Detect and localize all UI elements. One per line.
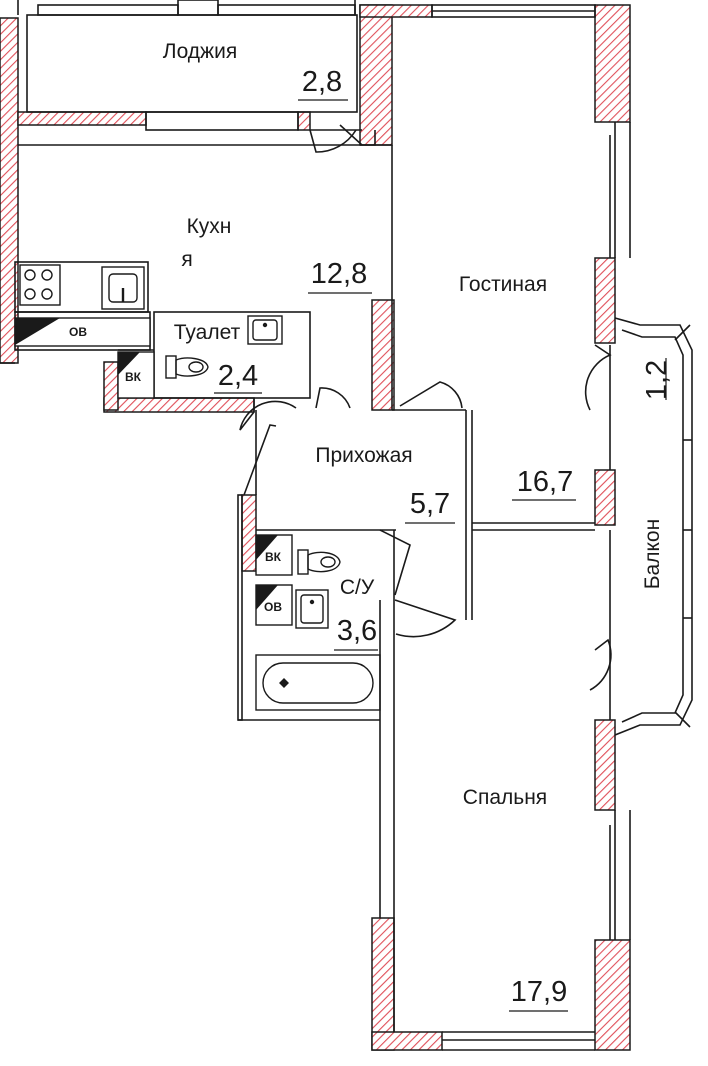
heater-toilet [117, 351, 155, 399]
bathtub-icon [255, 654, 381, 711]
oven-kitchen [14, 317, 151, 347]
room-name-kitchen-line1: Кухн [187, 215, 232, 238]
washbasin-icon [295, 589, 329, 629]
oven-label-kitchen: ОВ [69, 325, 87, 339]
room-name-living: Гостиная [459, 273, 547, 296]
room-area-balcony: 1,2 [641, 360, 673, 400]
room-name-balcony: Балкон [641, 519, 664, 589]
area-underlines [214, 99, 667, 1012]
stove-icon [19, 264, 61, 306]
heater-label-bath: ВК [265, 550, 282, 564]
room-name-kitchen-line2: я [181, 248, 192, 271]
toilet-icon [165, 355, 209, 379]
heater-label-toilet: ВК [125, 370, 142, 384]
room-area-bathroom: 3,6 [337, 615, 377, 647]
load-bearing-walls [0, 4, 631, 1051]
room-area-toilet: 2,4 [218, 360, 258, 392]
room-area-bedroom: 17,9 [511, 976, 567, 1008]
room-area-loggia: 2,8 [302, 66, 342, 98]
room-area-hall: 5,7 [410, 488, 450, 520]
heater-bath [255, 534, 293, 576]
room-area-kitchen: 12,8 [311, 258, 367, 290]
kitchen-sink-icon [101, 266, 145, 310]
room-name-hall: Прихожая [315, 444, 412, 467]
room-name-toilet: Туалет [174, 321, 241, 344]
room-name-loggia: Лоджия [163, 40, 237, 63]
washbasin-icon [247, 315, 283, 345]
room-name-bedroom: Спальня [463, 786, 547, 809]
oven-bath [255, 584, 293, 626]
oven-label-bath: ОВ [264, 600, 282, 614]
toilet-icon [297, 549, 341, 575]
room-name-bathroom: С/У [340, 576, 375, 599]
room-area-living: 16,7 [517, 466, 573, 498]
partition-walls [0, 0, 693, 1051]
